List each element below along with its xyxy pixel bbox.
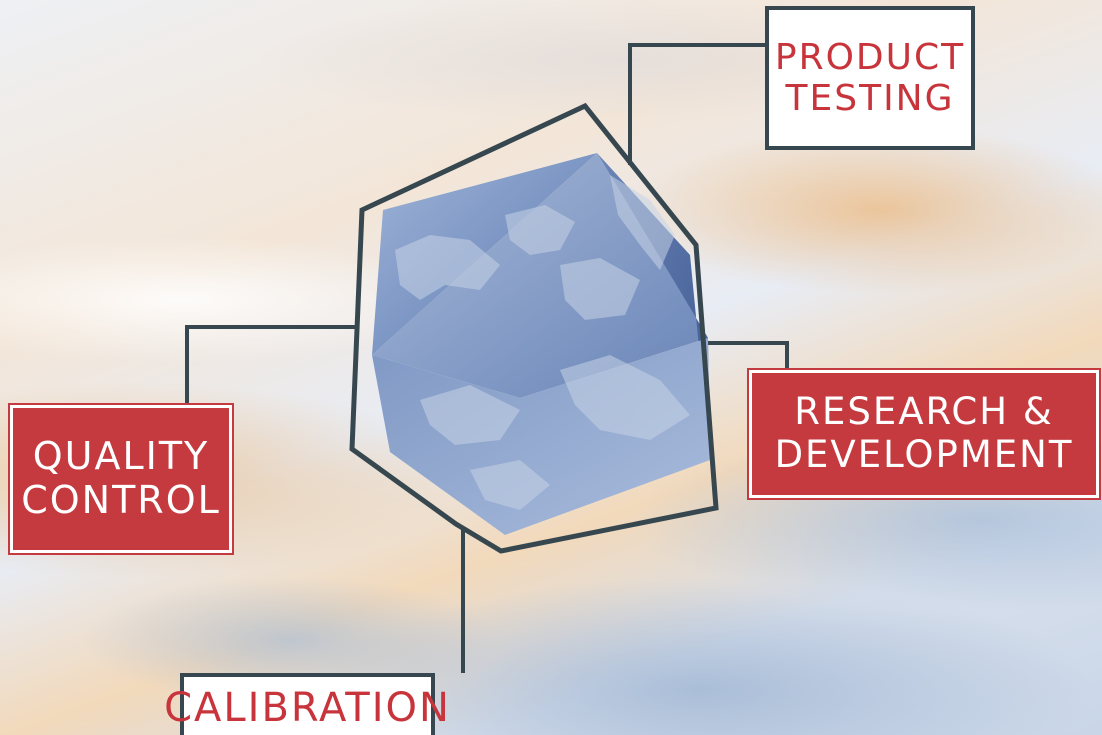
connector-product — [628, 43, 765, 165]
connector-quality — [185, 325, 358, 405]
research-development-box: RESEARCH & DEVELOPMENT — [747, 368, 1101, 500]
product-testing-box: PRODUCT TESTING — [765, 6, 975, 150]
calibration-label: CALIBRATION — [164, 685, 451, 731]
world-map-continents — [395, 175, 690, 510]
product-testing-line-2: TESTING — [785, 78, 955, 119]
quality-control-line-2: CONTROL — [21, 478, 221, 522]
cube-outline-frame — [349, 102, 719, 554]
connector-lines — [185, 43, 789, 673]
globe-cube — [372, 153, 710, 535]
quality-control-box: QUALITY CONTROL — [8, 403, 234, 555]
product-testing-line-1: PRODUCT — [774, 36, 966, 78]
research-development-line-2: DEVELOPMENT — [774, 433, 1074, 476]
quality-control-line-1: QUALITY — [32, 434, 210, 479]
calibration-box: CALIBRATION — [164, 673, 449, 735]
connector-research — [705, 341, 789, 370]
research-development-line-1: RESEARCH & — [794, 390, 1054, 434]
